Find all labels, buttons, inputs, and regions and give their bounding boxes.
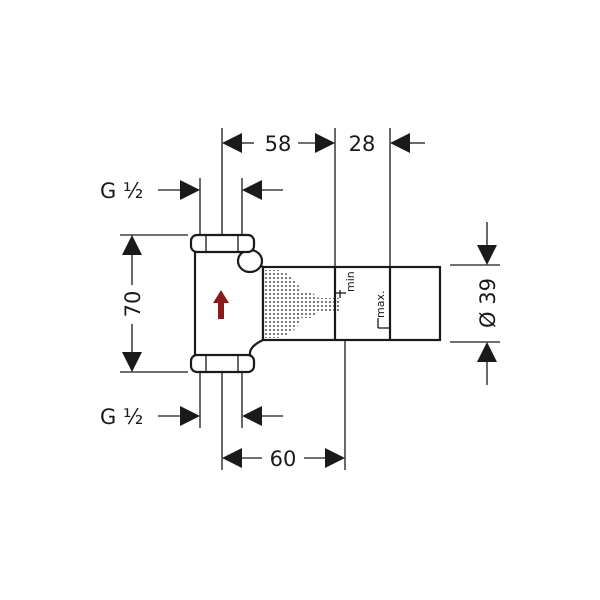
dimension-diameter-39: Ø 39 [476, 222, 500, 385]
valve-body: min max. [189, 233, 442, 374]
dimension-diameter-label: Ø 39 [476, 278, 500, 328]
dimension-58-label: 58 [265, 132, 292, 156]
dimension-70-label: 70 [121, 291, 145, 318]
dimension-58: 58 [222, 132, 335, 156]
thread-dimension-bottom: G ½ [100, 405, 283, 429]
thread-bottom-label: G ½ [100, 405, 143, 429]
thread-dimension-top: G ½ [100, 179, 283, 203]
min-label: min [344, 271, 357, 292]
dimension-70: 70 [121, 235, 145, 372]
cartridge-hidden-detail [265, 270, 340, 338]
dimension-60: 60 [222, 447, 345, 471]
top-nut [189, 233, 256, 254]
dimension-60-label: 60 [270, 447, 297, 471]
min-mark: min [336, 271, 357, 298]
max-label: max. [374, 291, 387, 318]
flow-arrow-icon [213, 290, 229, 319]
thread-top-label: G ½ [100, 179, 143, 203]
max-mark: max. [374, 291, 390, 329]
extension-lines [120, 128, 500, 470]
dimension-28-label: 28 [349, 132, 376, 156]
bottom-nut [189, 353, 256, 374]
dimension-28: 28 [349, 132, 425, 156]
side-boss [236, 248, 264, 274]
